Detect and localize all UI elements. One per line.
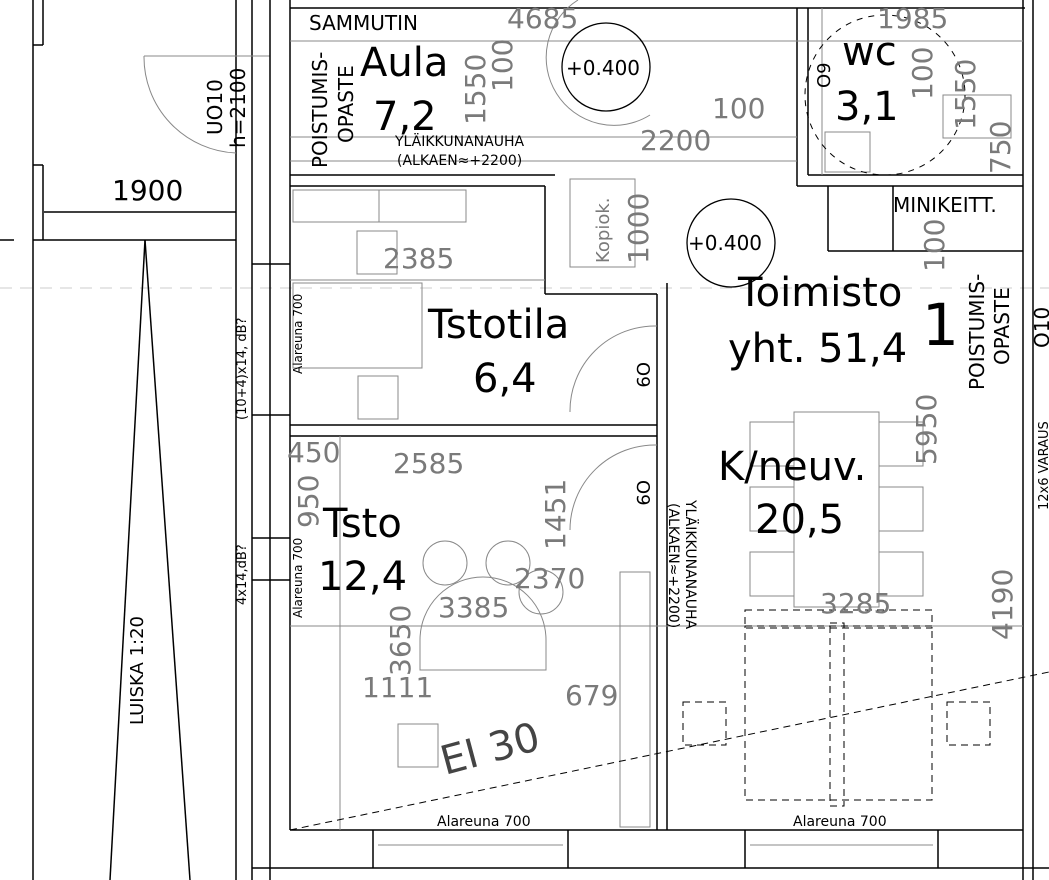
level-marker-aula bbox=[561, 22, 651, 112]
label-window-spec: 4x14,dB? bbox=[235, 544, 250, 605]
dimension-1900: 1900 bbox=[112, 174, 183, 207]
label-opaste: OPASTE bbox=[990, 287, 1014, 365]
room-area-kneuv: 20,5 bbox=[755, 497, 844, 543]
label-alareuna: Alareuna 700 bbox=[437, 814, 531, 830]
dimension-2200: 2200 bbox=[640, 124, 711, 157]
label-opaste: OPASTE bbox=[334, 65, 358, 143]
level-value: +0.400 bbox=[688, 231, 762, 255]
level-marker-toimisto bbox=[686, 198, 776, 288]
label-poistumis: POISTUMIS- bbox=[965, 274, 989, 390]
room-area-tstotila: 6,4 bbox=[473, 356, 537, 402]
dimension-4190: 4190 bbox=[986, 569, 1019, 640]
dimension-679: 679 bbox=[565, 679, 618, 712]
dimension-750: 750 bbox=[984, 121, 1017, 174]
level-value: +0.400 bbox=[566, 56, 640, 80]
dimension-100: 100 bbox=[712, 92, 765, 125]
dimension-1550: 1550 bbox=[949, 59, 982, 130]
dimension-1550: 1550 bbox=[459, 54, 492, 125]
dimension-1000: 1000 bbox=[622, 193, 655, 264]
door-label-o9: O9 bbox=[814, 62, 835, 88]
dimension-1451: 1451 bbox=[539, 479, 572, 550]
room-name-tsto: Tsto bbox=[322, 501, 402, 547]
label-ylaikkunanauha: YLÄIKKUNANAUHA bbox=[394, 132, 524, 150]
door-height: h=2100 bbox=[226, 68, 250, 148]
dimension-2585: 2585 bbox=[393, 447, 464, 480]
room-area-tsto: 12,4 bbox=[318, 554, 407, 600]
door-label-o9: O9 bbox=[632, 362, 653, 388]
label-alkaen: (ALKAEN≈+2200) bbox=[665, 503, 681, 628]
dimension-100: 100 bbox=[918, 219, 951, 272]
dimension-3385: 3385 bbox=[438, 591, 509, 624]
label-ylaikkunanauha: YLÄIKKUNANAUHA bbox=[682, 499, 700, 629]
room-name-tstotila: Tstotila bbox=[427, 302, 569, 348]
door-label-uo10: UO10 bbox=[203, 79, 227, 135]
door-swing-uo10 bbox=[143, 55, 237, 154]
label-alareuna: Alareuna 700 bbox=[291, 538, 305, 618]
label-alkaen: (ALKAEN≈+2200) bbox=[397, 153, 522, 169]
room-name-wc: wc bbox=[842, 29, 897, 75]
room-area-aula: 7,2 bbox=[373, 94, 437, 140]
dimension-2385: 2385 bbox=[383, 242, 454, 275]
dimension-100: 100 bbox=[906, 47, 939, 100]
dimension-2370: 2370 bbox=[514, 562, 585, 595]
label-alareuna: Alareuna 700 bbox=[793, 814, 887, 830]
label-fire-rating: EI 30 bbox=[436, 714, 545, 784]
label-alareuna: Alareuna 700 bbox=[291, 294, 305, 374]
label-poistumis: POISTUMIS- bbox=[308, 52, 332, 168]
walls bbox=[252, 0, 1049, 880]
projected-items bbox=[289, 14, 1049, 831]
label-kopiok: Kopiok. bbox=[593, 197, 614, 263]
dimension-1111: 1111 bbox=[362, 671, 433, 704]
label-ramp-slope: LUISKA 1:20 bbox=[127, 616, 148, 725]
door-label-o10: O10 bbox=[1030, 307, 1049, 348]
apartment-number: 1 bbox=[922, 291, 959, 359]
dimension-950: 950 bbox=[292, 475, 325, 528]
dimension-3285: 3285 bbox=[820, 587, 891, 620]
room-total-toimisto: yht. 51,4 bbox=[728, 326, 907, 372]
label-minikeittio: MINIKEITT. bbox=[893, 193, 997, 217]
room-area-wc: 3,1 bbox=[835, 84, 899, 130]
dimension-4685: 4685 bbox=[507, 2, 578, 35]
label-varaus: 12x6 VARAUS bbox=[1037, 421, 1049, 510]
room-name-kneuv: K/neuv. bbox=[718, 444, 866, 490]
ramp bbox=[0, 0, 253, 880]
door-label-o9: O9 bbox=[632, 480, 653, 506]
dimension-100: 100 bbox=[486, 39, 519, 92]
furniture bbox=[290, 0, 1023, 830]
room-name-toimisto: Toimisto bbox=[737, 270, 902, 316]
dimension-3650: 3650 bbox=[384, 605, 417, 676]
dimension-1985: 1985 bbox=[877, 2, 948, 35]
label-sammutin: SAMMUTIN bbox=[309, 11, 418, 35]
dimension-5950: 5950 bbox=[910, 394, 943, 465]
dimension-450: 450 bbox=[287, 436, 340, 469]
room-name-aula: Aula bbox=[360, 40, 448, 86]
label-window-spec: (10+4)x14, dB? bbox=[235, 318, 250, 420]
